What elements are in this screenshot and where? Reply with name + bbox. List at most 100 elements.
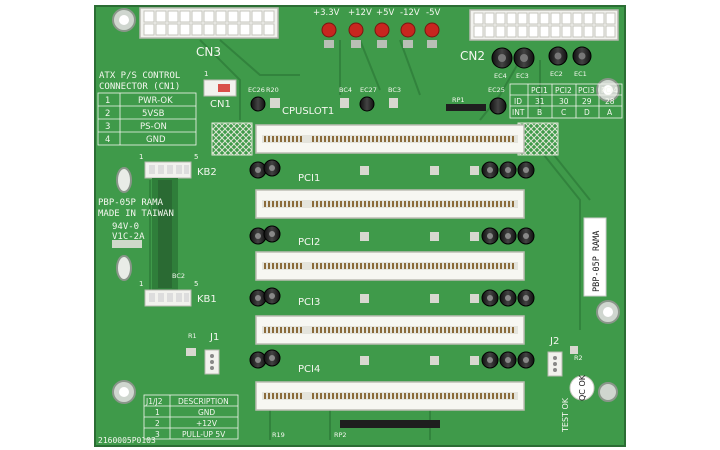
smd-component (430, 166, 439, 175)
j2-label: J2 (549, 336, 559, 347)
pci-table-header: PCI3 (578, 86, 595, 95)
cap-label: EC2 (550, 70, 563, 78)
cpu-slot (255, 124, 525, 154)
pci-id-value: 31 (535, 97, 545, 106)
bottom-header (340, 420, 440, 428)
smd-component (360, 166, 369, 175)
test-label: TEST OK (561, 397, 570, 433)
voltage-label: +12V (348, 8, 372, 18)
cap-label: BC4 (339, 86, 352, 94)
pci-id-table: PCI1 PCI2 PCI3 PCI4 ID 31 30 29 28 INT B… (509, 83, 623, 119)
jumper-table-header: DESCRIPTION (178, 397, 229, 406)
pci-slot-label: PCI2 (298, 237, 320, 248)
led (321, 22, 337, 38)
capacitor-top (269, 165, 275, 171)
qc-sticker: QC OK (569, 374, 595, 401)
cap-label: EC4 (494, 72, 507, 80)
capacitor-top (523, 295, 529, 301)
slot-capacitors (249, 159, 535, 369)
voltage-label: -12V (400, 8, 420, 18)
slots (255, 124, 525, 411)
board-origin: MADE IN TAIWAN (98, 209, 174, 219)
pci-id-value: 29 (582, 97, 592, 106)
capacitor-top (505, 167, 511, 173)
atx-signal: GND (146, 135, 166, 145)
mid-components: EC26 R20 CPUSLOT1 BC4 EC27 BC3 RP1 EC25 (248, 86, 507, 117)
kb1-connector: 1 5 BC2 KB1 (139, 272, 217, 307)
cap-label: RP1 (452, 96, 465, 104)
pci-slot-label: PCI1 (298, 173, 320, 184)
pci-table-header: PCI1 (531, 86, 548, 95)
voltage-leds: +3.3V +12V +5V -12V -5V (313, 8, 440, 48)
jumper-pin: 3 (155, 430, 160, 439)
smd-component (430, 232, 439, 241)
atx-pin: 4 (105, 135, 110, 145)
capacitor-top (523, 167, 529, 173)
smd-component (360, 232, 369, 241)
atx-signal: PS-ON (140, 122, 167, 132)
pci-slot-label: PCI4 (298, 364, 320, 375)
voltage-label: +3.3V (313, 8, 340, 18)
capacitor-top (505, 295, 511, 301)
pci-int-value: A (607, 108, 613, 117)
cn1-label: CN1 (210, 99, 231, 110)
atx-pin: 2 (105, 109, 110, 119)
cap-label: BC2 (172, 272, 185, 280)
capacitor-top (255, 167, 261, 173)
jumper-desc: +12V (196, 419, 218, 428)
side-label-text: PBP-05P RAMA (592, 231, 602, 292)
capacitor-top (523, 233, 529, 239)
svg-text:5: 5 (194, 153, 198, 161)
capacitor-top (269, 355, 275, 361)
cap-label: BC3 (388, 86, 401, 94)
jumper-table: J1/J2 DESCRIPTION 1 GND 2 +12V 3 PULL-UP… (143, 394, 239, 440)
pci-slot (255, 315, 525, 345)
atx-signal: PWR-OK (138, 96, 173, 106)
j1-jumper: J1 R1 (186, 332, 220, 375)
cn2-connector: CN2 (460, 9, 619, 63)
cap-label: R2 (574, 354, 583, 362)
led (348, 22, 364, 38)
pci-id-value: 28 (605, 97, 615, 106)
board-serial: 2160005P0103 (98, 436, 156, 445)
cap-label: R19 (272, 431, 285, 439)
jumper-pin: 2 (155, 419, 160, 428)
cap-label: R1 (188, 332, 197, 340)
pci-int-value: B (537, 108, 542, 117)
capacitor-top (505, 357, 511, 363)
pci-slot (255, 251, 525, 281)
smd-component (470, 294, 479, 303)
cn3-connector: CN3 (139, 7, 279, 59)
pci-int-value: D (584, 108, 590, 117)
pci-slot (255, 381, 525, 411)
mounting-holes (112, 8, 620, 404)
pci-id-value: 30 (559, 97, 569, 106)
side-label: PBP-05P RAMA (583, 217, 607, 297)
cap-label: EC25 (488, 86, 505, 94)
cap-label: EC3 (516, 72, 529, 80)
pci-slot (255, 189, 525, 219)
cn3-label: CN3 (196, 45, 221, 59)
svg-text:1: 1 (139, 280, 143, 288)
capacitor-top (505, 233, 511, 239)
pci-table-header: PCI4 (601, 86, 618, 95)
smd-component (470, 356, 479, 365)
pci-int-label: INT (512, 108, 525, 117)
voltage-label: -5V (426, 8, 440, 18)
cap-label: R20 (266, 86, 279, 94)
board-rating: 94V-0 (112, 222, 139, 232)
smd-component (470, 232, 479, 241)
test-sticker: TEST OK (561, 397, 570, 433)
pci-id-label: ID (514, 97, 522, 106)
led (374, 22, 390, 38)
svg-text:1: 1 (139, 153, 143, 161)
atx-pin: 3 (105, 122, 110, 132)
board-cert: V1C-2A (112, 232, 145, 242)
capacitor-top (255, 357, 261, 363)
qc-label: QC OK (578, 374, 587, 401)
j1-label: J1 (209, 332, 219, 343)
cn1-connector: 1 CN1 (203, 70, 237, 110)
kb-cable (158, 180, 172, 288)
capacitor-top (487, 167, 493, 173)
capacitor-top (269, 293, 275, 299)
